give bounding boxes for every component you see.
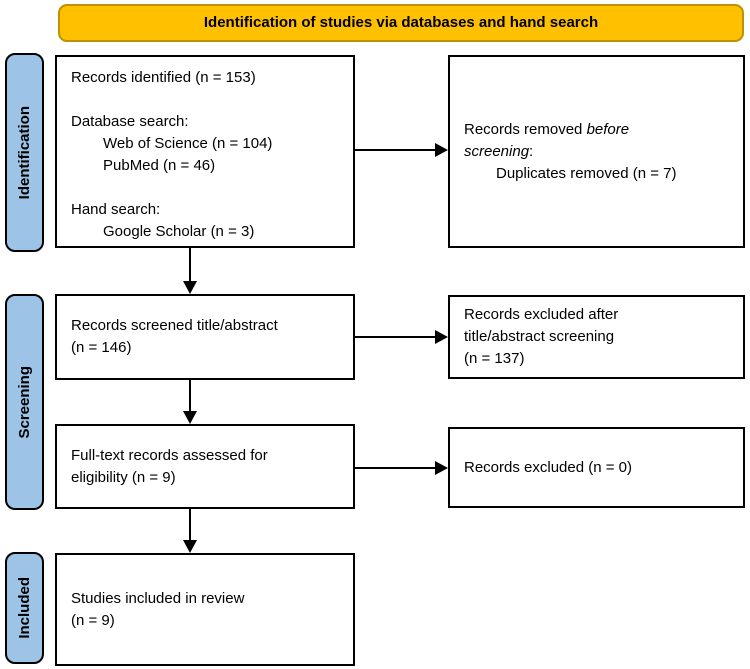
fulltext-assessed-count: eligibility (n = 9): [71, 468, 176, 486]
records-removed-prefix: Records removed: [464, 120, 587, 138]
box-records-identified: Records identified (n = 153) Database se…: [55, 55, 355, 248]
database-search-heading: Database search:: [71, 113, 189, 130]
records-removed-italic2: screening: [464, 142, 530, 160]
excluded-ta-line2: title/abstract screening: [464, 328, 615, 345]
stage-text-included: Included: [15, 577, 33, 639]
hand-search-heading: Hand search:: [71, 201, 161, 218]
studies-included-line1: Studies included in review: [71, 589, 245, 607]
arrow-down-screened-to-fulltext: [183, 380, 197, 424]
excluded-fulltext-count: Records excluded (n = 0): [464, 458, 633, 476]
box-studies-included: Studies included in review (n = 9): [55, 553, 355, 666]
arrowhead-right-icon: [435, 461, 448, 475]
stage-label-screening: Screening: [5, 294, 44, 510]
google-scholar-count: Google Scholar (n = 3): [103, 223, 255, 240]
stage-label-identification: Identification: [5, 53, 44, 252]
excluded-ta-count: (n = 137): [464, 350, 525, 367]
arrowhead-right-icon: [435, 143, 448, 157]
records-removed-suffix: :: [529, 142, 534, 160]
records-removed-line1: Records removed before: [464, 119, 729, 141]
arrow-right-identified-to-removed: [355, 143, 448, 157]
pubmed-count: PubMed (n = 46): [103, 157, 216, 174]
box-records-excluded-fulltext: Records excluded (n = 0): [448, 427, 745, 508]
arrow-shaft: [189, 380, 191, 411]
web-of-science-count: Web of Science (n = 104): [103, 135, 273, 152]
arrow-shaft: [355, 336, 435, 338]
box-records-excluded-title-abstract: Records excluded after title/abstract sc…: [448, 295, 745, 379]
arrow-shaft: [189, 248, 191, 281]
box-fulltext-assessed: Full-text records assessed for eligibili…: [55, 424, 355, 509]
box-records-screened: Records screened title/abstract (n = 146…: [55, 294, 355, 380]
stage-label-included: Included: [5, 552, 44, 664]
arrow-shaft: [355, 467, 435, 469]
duplicates-removed-count: Duplicates removed (n = 7): [496, 164, 677, 182]
banner-title: Identification of studies via databases …: [58, 4, 744, 42]
arrow-down-identified-to-screened: [183, 248, 197, 294]
blank-line: [71, 177, 339, 199]
excluded-ta-line1: Records excluded after: [464, 306, 619, 323]
stage-text-identification: Identification: [15, 105, 33, 200]
arrowhead-right-icon: [435, 330, 448, 344]
records-screened-count: (n = 146): [71, 339, 132, 356]
arrow-shaft: [355, 149, 435, 151]
arrow-shaft: [189, 509, 191, 540]
arrowhead-down-icon: [183, 411, 197, 424]
arrowhead-down-icon: [183, 540, 197, 553]
studies-included-count: (n = 9): [71, 611, 115, 629]
arrowhead-down-icon: [183, 281, 197, 294]
records-screened-line1: Records screened title/abstract: [71, 317, 278, 334]
box-records-removed-before-screening: Records removed before screening: Duplic…: [448, 55, 745, 248]
stage-text-screening: Screening: [15, 365, 33, 439]
blank-line: [71, 89, 339, 111]
arrow-right-screened-to-excluded: [355, 330, 448, 344]
records-removed-line2: screening:: [464, 141, 729, 163]
records-identified-total: Records identified (n = 153): [71, 69, 256, 86]
arrow-right-fulltext-to-excluded: [355, 461, 448, 475]
records-removed-italic1: before: [586, 120, 630, 138]
fulltext-assessed-line1: Full-text records assessed for: [71, 446, 268, 464]
arrow-down-fulltext-to-included: [183, 509, 197, 553]
